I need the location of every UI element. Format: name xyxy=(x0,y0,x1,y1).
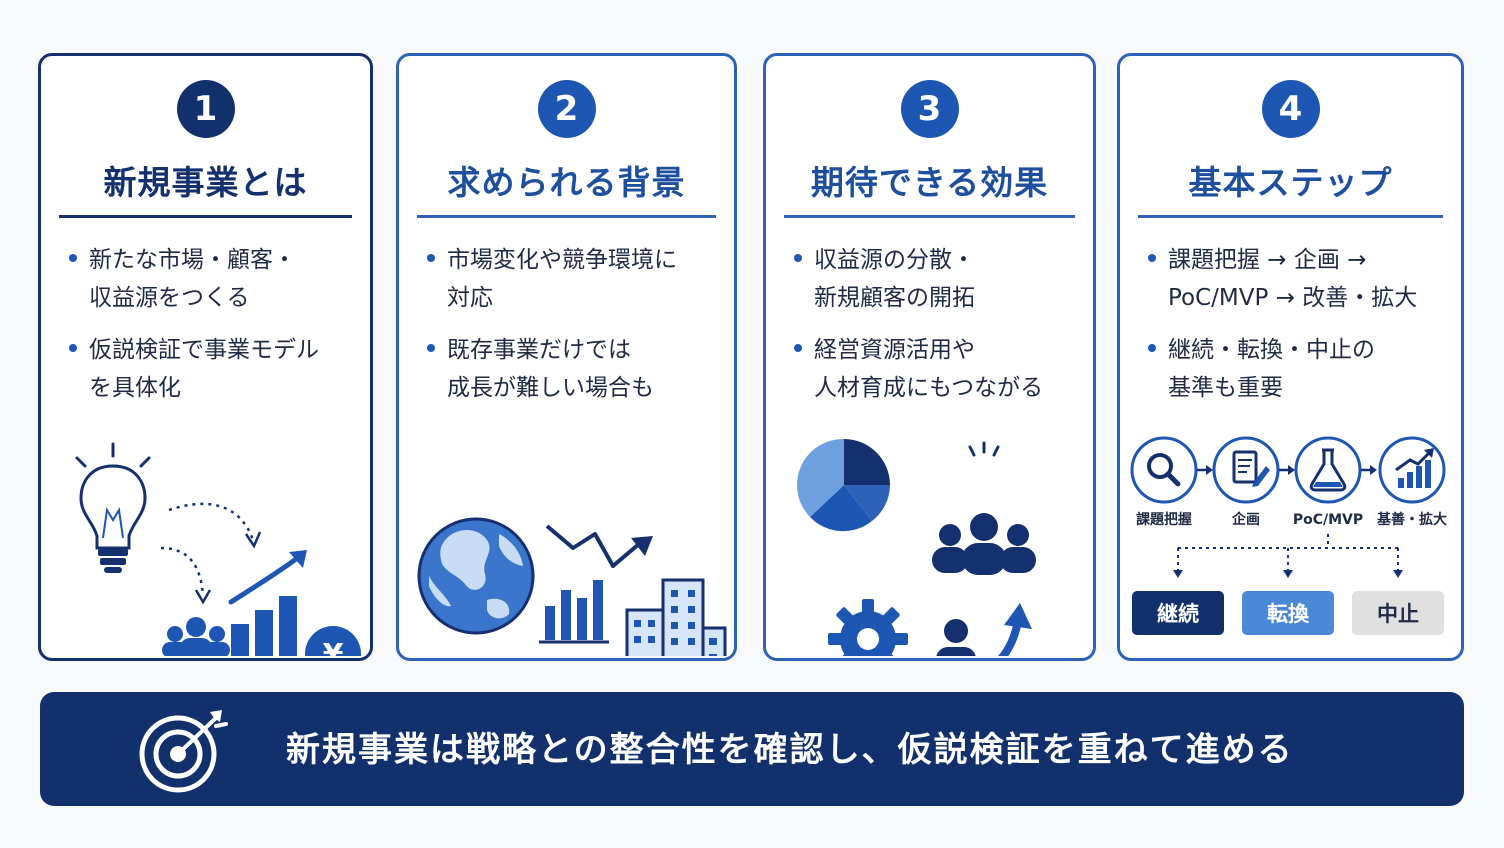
gear-icon xyxy=(828,599,908,656)
step-number-badge: 3 xyxy=(900,80,959,138)
buildings-icon xyxy=(625,578,727,656)
bar-growth-icon xyxy=(228,550,307,656)
bullet-line: PoC/MVP → 改善・拡大 xyxy=(1168,285,1418,311)
bullet-dot xyxy=(794,254,802,262)
lightbulb-icon xyxy=(75,442,151,573)
bullet-item: 継続・転換・中止の 基準も重要 xyxy=(1146,331,1447,407)
bullet-line: 市場変化や競争環境に xyxy=(447,247,677,273)
bullet-line: 既存事業だけでは xyxy=(447,337,631,363)
bullet-item: 市場変化や競争環境に 対応 xyxy=(425,241,720,317)
flask-icon xyxy=(1309,448,1347,492)
document-pen-icon xyxy=(1232,450,1270,487)
bullet-line: 課題把握 → 企画 → xyxy=(1168,247,1367,273)
person-growth-icon xyxy=(936,603,1032,656)
bullet-dot xyxy=(794,344,802,352)
bullet-line: 新たな市場・顧客・ xyxy=(89,247,296,273)
bullet-line: 継続・転換・中止の xyxy=(1168,337,1375,363)
step-number-badge: 4 xyxy=(1261,80,1320,138)
bullet-line: 仮説検証で事業モデル xyxy=(89,337,319,363)
outcome-continue: 継続 xyxy=(1132,591,1224,635)
step-number-badge: 1 xyxy=(176,80,235,138)
step-plan: 企画 xyxy=(1212,436,1280,528)
summary-banner: 新規事業は戦略との整合性を確認し、仮説検証を重ねて進める xyxy=(40,692,1464,806)
bullet-dot xyxy=(69,254,77,262)
bullet-dot xyxy=(69,344,77,352)
pie-chart-icon xyxy=(797,438,890,532)
title-divider xyxy=(59,215,352,218)
card-basic-steps: 4 基本ステップ 課題把握 → 企画 → PoC/MVP → 改善・拡大 継続・… xyxy=(1117,53,1464,661)
title-divider xyxy=(784,215,1075,218)
bullet-item: 既存事業だけでは 成長が難しい場合も xyxy=(425,331,720,407)
bullet-item: 経営資源活用や 人材育成にもつながる xyxy=(792,331,1079,407)
bullet-line: 基準も重要 xyxy=(1168,375,1283,401)
bullet-line: 収益源をつくる xyxy=(89,285,250,311)
bullet-line: 対応 xyxy=(447,285,493,311)
card-background: 2 求められる背景 市場変化や競争環境に 対応 既存事業だけでは 成長が難しい場… xyxy=(396,53,737,661)
bullet-line: 経営資源活用や xyxy=(814,337,975,363)
people-icon xyxy=(162,617,230,656)
card-title: 求められる背景 xyxy=(447,163,686,202)
bullet-dot xyxy=(427,344,435,352)
effects-illustration xyxy=(797,438,1036,656)
title-divider xyxy=(417,215,716,218)
bullet-dot xyxy=(427,254,435,262)
bullet-line: を具体化 xyxy=(89,375,181,401)
bullet-line: 成長が難しい場合も xyxy=(447,375,654,401)
bullet-list: 市場変化や競争環境に 対応 既存事業だけでは 成長が難しい場合も xyxy=(425,241,720,421)
background-illustration xyxy=(417,517,727,656)
new-business-illustration: ¥ xyxy=(75,442,361,656)
card-title: 基本ステップ xyxy=(1188,163,1393,202)
bullet-item: 収益源の分散・ 新規顧客の開拓 xyxy=(792,241,1079,317)
bullet-line: 新規顧客の開拓 xyxy=(814,285,975,311)
bullet-list: 新たな市場・顧客・ 収益源をつくる 仮説検証で事業モデル を具体化 xyxy=(67,241,356,421)
step-flow-diagram: 課題把握 企画 PoC/MVP xyxy=(1130,436,1447,578)
step-label: PoC/MVP xyxy=(1293,512,1363,528)
card-title: 新規事業とは xyxy=(103,163,308,202)
card-expected-effects: 3 期待できる効果 収益源の分散・ 新規顧客の開拓 経営資源活用や 人材育成にも… xyxy=(763,53,1096,661)
team-icon xyxy=(932,441,1036,575)
yen-coin-icon: ¥ xyxy=(305,626,361,656)
step-label: 課題把握 xyxy=(1136,511,1192,528)
step-issue: 課題把握 xyxy=(1130,436,1198,528)
decision-branch xyxy=(1177,534,1399,572)
globe-icon xyxy=(417,517,535,635)
card-title: 期待できる効果 xyxy=(810,163,1049,202)
step-label: 企画 xyxy=(1231,511,1260,528)
step-improve: 基善・拡大 xyxy=(1377,436,1447,528)
step-number-badge: 2 xyxy=(537,80,596,138)
bullet-item: 仮説検証で事業モデル を具体化 xyxy=(67,331,356,407)
bullet-line: 収益源の分散・ xyxy=(814,247,975,273)
outcome-pivot: 転換 xyxy=(1242,591,1334,635)
bullet-list: 収益源の分散・ 新規顧客の開拓 経営資源活用や 人材育成にもつながる xyxy=(792,241,1079,421)
step-poc: PoC/MVP xyxy=(1293,436,1363,528)
title-divider xyxy=(1138,215,1443,218)
bullet-list: 課題把握 → 企画 → PoC/MVP → 改善・拡大 継続・転換・中止の 基準… xyxy=(1146,241,1447,421)
bullet-line: 人材育成にもつながる xyxy=(814,375,1044,401)
growth-chart-icon xyxy=(1395,448,1434,488)
outcome-stop: 中止 xyxy=(1352,591,1444,635)
step-label: 基善・拡大 xyxy=(1377,511,1447,528)
bullet-item: 新たな市場・顧客・ 収益源をつくる xyxy=(67,241,356,317)
bullet-dot xyxy=(1148,344,1156,352)
card-what-is-new-business: 1 新規事業とは 新たな市場・顧客・ 収益源をつくる 仮説検証で事業モデル を具… xyxy=(38,53,373,661)
summary-message: 新規事業は戦略との整合性を確認し、仮説検証を重ねて進める xyxy=(286,730,1294,770)
svg-text:¥: ¥ xyxy=(323,638,344,656)
bullet-dot xyxy=(1148,254,1156,262)
chart-trend-icon xyxy=(539,524,653,644)
bullet-item: 課題把握 → 企画 → PoC/MVP → 改善・拡大 xyxy=(1146,241,1447,317)
magnifier-icon xyxy=(1147,453,1181,487)
target-icon xyxy=(139,710,228,793)
